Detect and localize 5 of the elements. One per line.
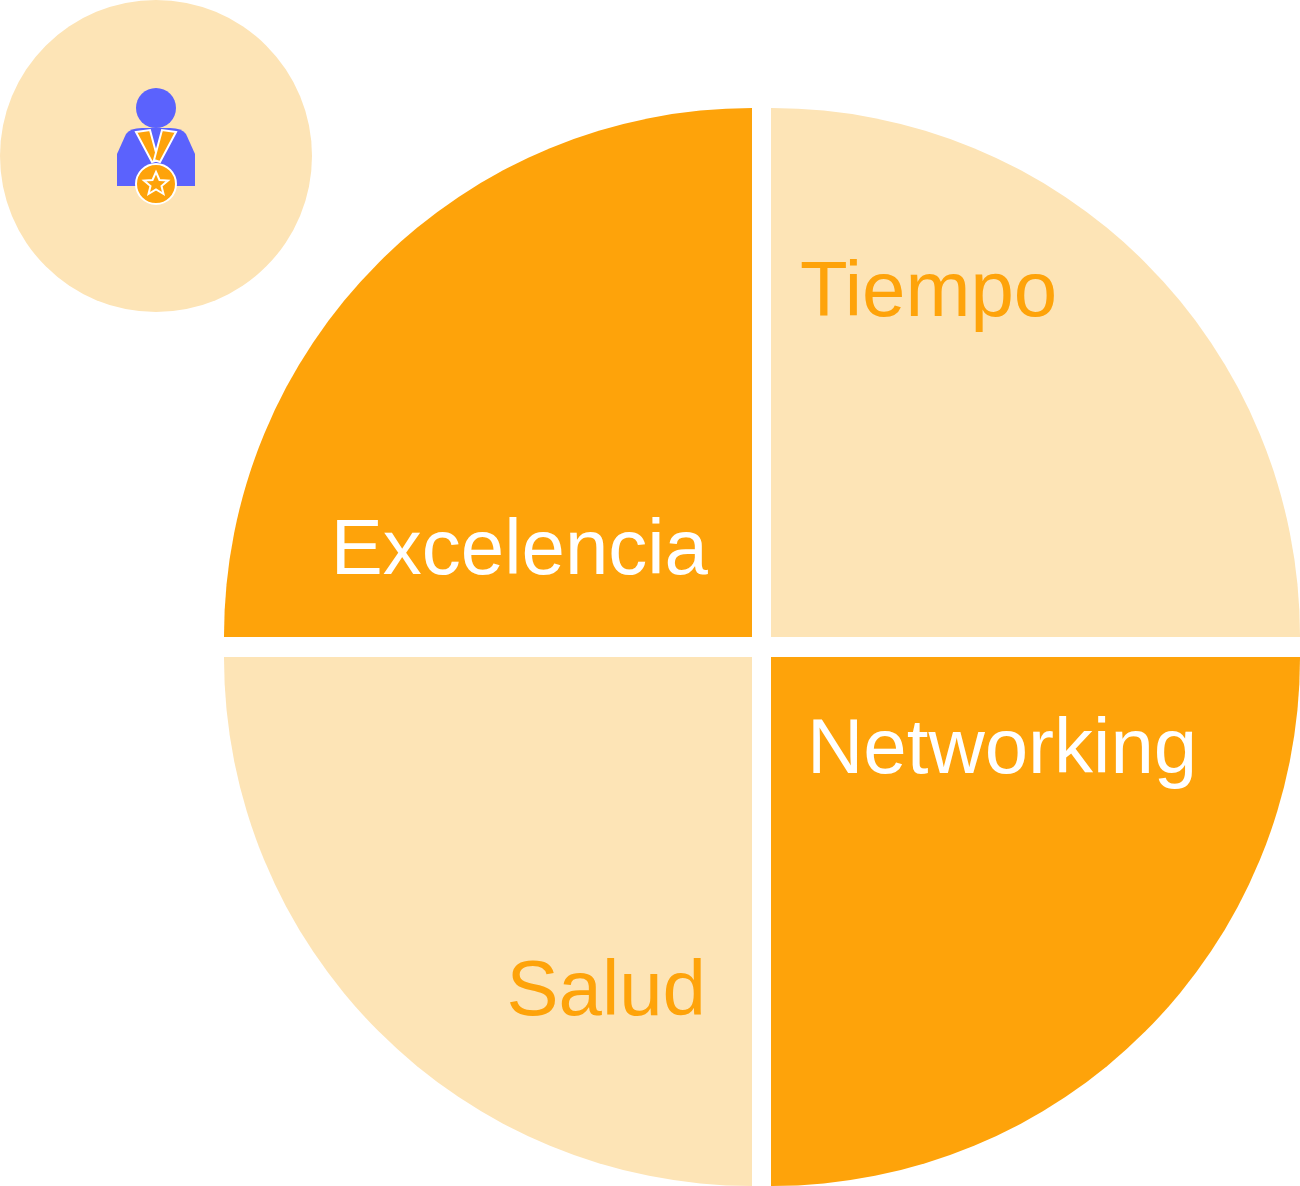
- quadrant-label: Salud: [506, 949, 706, 1027]
- quadrant-segment: [771, 657, 1300, 1186]
- quadrant-segment: [224, 657, 752, 1186]
- quadrant-label: Excelencia: [330, 508, 708, 586]
- quadrant-segment: [771, 108, 1300, 637]
